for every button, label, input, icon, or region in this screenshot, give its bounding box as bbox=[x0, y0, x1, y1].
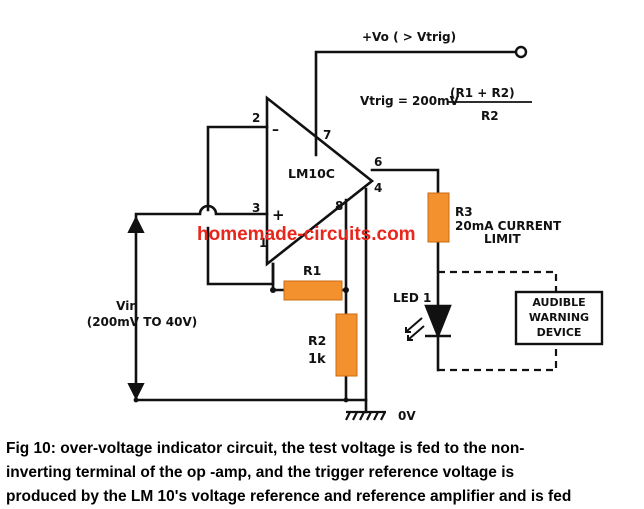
inverting-input-wire bbox=[206, 125, 269, 212]
r3-label: R3 bbox=[455, 205, 473, 219]
junction-dot bbox=[270, 287, 276, 293]
pin-label-1: 1 bbox=[259, 236, 267, 250]
supply-label: +Vo ( > Vtrig) bbox=[362, 30, 456, 44]
led-label: LED 1 bbox=[393, 291, 431, 305]
resistor-r2 bbox=[335, 313, 358, 377]
pin-label-3: 3 bbox=[252, 201, 260, 215]
r2-label: R2 bbox=[308, 333, 326, 348]
r3-description-line1: 20mA CURRENT bbox=[455, 219, 562, 233]
vin-label: Vin bbox=[116, 299, 138, 313]
r2-value-label: 1k bbox=[308, 352, 326, 367]
warning-device-line3: DEVICE bbox=[537, 326, 582, 339]
caption-line: Fig 10: over-voltage indicator circuit, … bbox=[6, 440, 525, 457]
noninverting-input-wire bbox=[134, 204, 269, 402]
vin-arrow-up bbox=[127, 215, 145, 233]
output-wire bbox=[370, 168, 440, 195]
pin-label-8: 8 bbox=[335, 199, 343, 213]
noninverting-sign: + bbox=[272, 206, 285, 224]
figure-caption: Fig 10: over-voltage indicator circuit, … bbox=[6, 437, 642, 509]
r1-label: R1 bbox=[303, 263, 321, 278]
junction-dot bbox=[343, 287, 349, 293]
pin-label-6: 6 bbox=[374, 155, 382, 169]
pin-label-7: 7 bbox=[323, 128, 331, 142]
warning-device-box bbox=[514, 290, 604, 346]
inverting-sign: – bbox=[272, 122, 279, 138]
ground-label: 0V bbox=[398, 409, 416, 423]
resistor-r3 bbox=[427, 192, 450, 243]
opamp-symbol bbox=[265, 95, 375, 267]
caption-line: produced by the LM 10's voltage referenc… bbox=[6, 488, 572, 505]
vin-arrow-down bbox=[127, 383, 145, 401]
warning-device-dashed-bottom bbox=[438, 344, 558, 372]
led-light-arrows bbox=[405, 317, 425, 341]
warning-device-line1: AUDIBLE bbox=[532, 296, 585, 309]
pin-label-4: 4 bbox=[374, 181, 382, 195]
supply-rail-wire bbox=[314, 50, 518, 157]
formula-lhs: Vtrig = 200mV bbox=[360, 94, 460, 108]
warning-device-line2: WARNING bbox=[529, 311, 589, 324]
caption-line: inverting terminal of the op -amp, and t… bbox=[6, 464, 515, 481]
junction-dot bbox=[343, 397, 349, 403]
formula-denominator: R2 bbox=[481, 109, 499, 123]
led-symbol bbox=[424, 304, 452, 340]
opamp-label: LM10C bbox=[288, 166, 335, 181]
ground-rail bbox=[134, 398, 368, 414]
warning-device-dashed-top bbox=[438, 270, 558, 292]
vin-range-label: (200mV TO 40V) bbox=[87, 315, 198, 329]
watermark: homemade-circuits.com bbox=[197, 224, 416, 245]
r3-description-line2: LIMIT bbox=[484, 232, 522, 246]
pin1-wire bbox=[271, 262, 286, 292]
output-terminal bbox=[514, 45, 528, 59]
ground-symbol bbox=[345, 410, 386, 421]
pin-label-2: 2 bbox=[252, 111, 260, 125]
formula-numerator: (R1 + R2) bbox=[450, 86, 515, 100]
resistor-r1 bbox=[283, 280, 343, 301]
